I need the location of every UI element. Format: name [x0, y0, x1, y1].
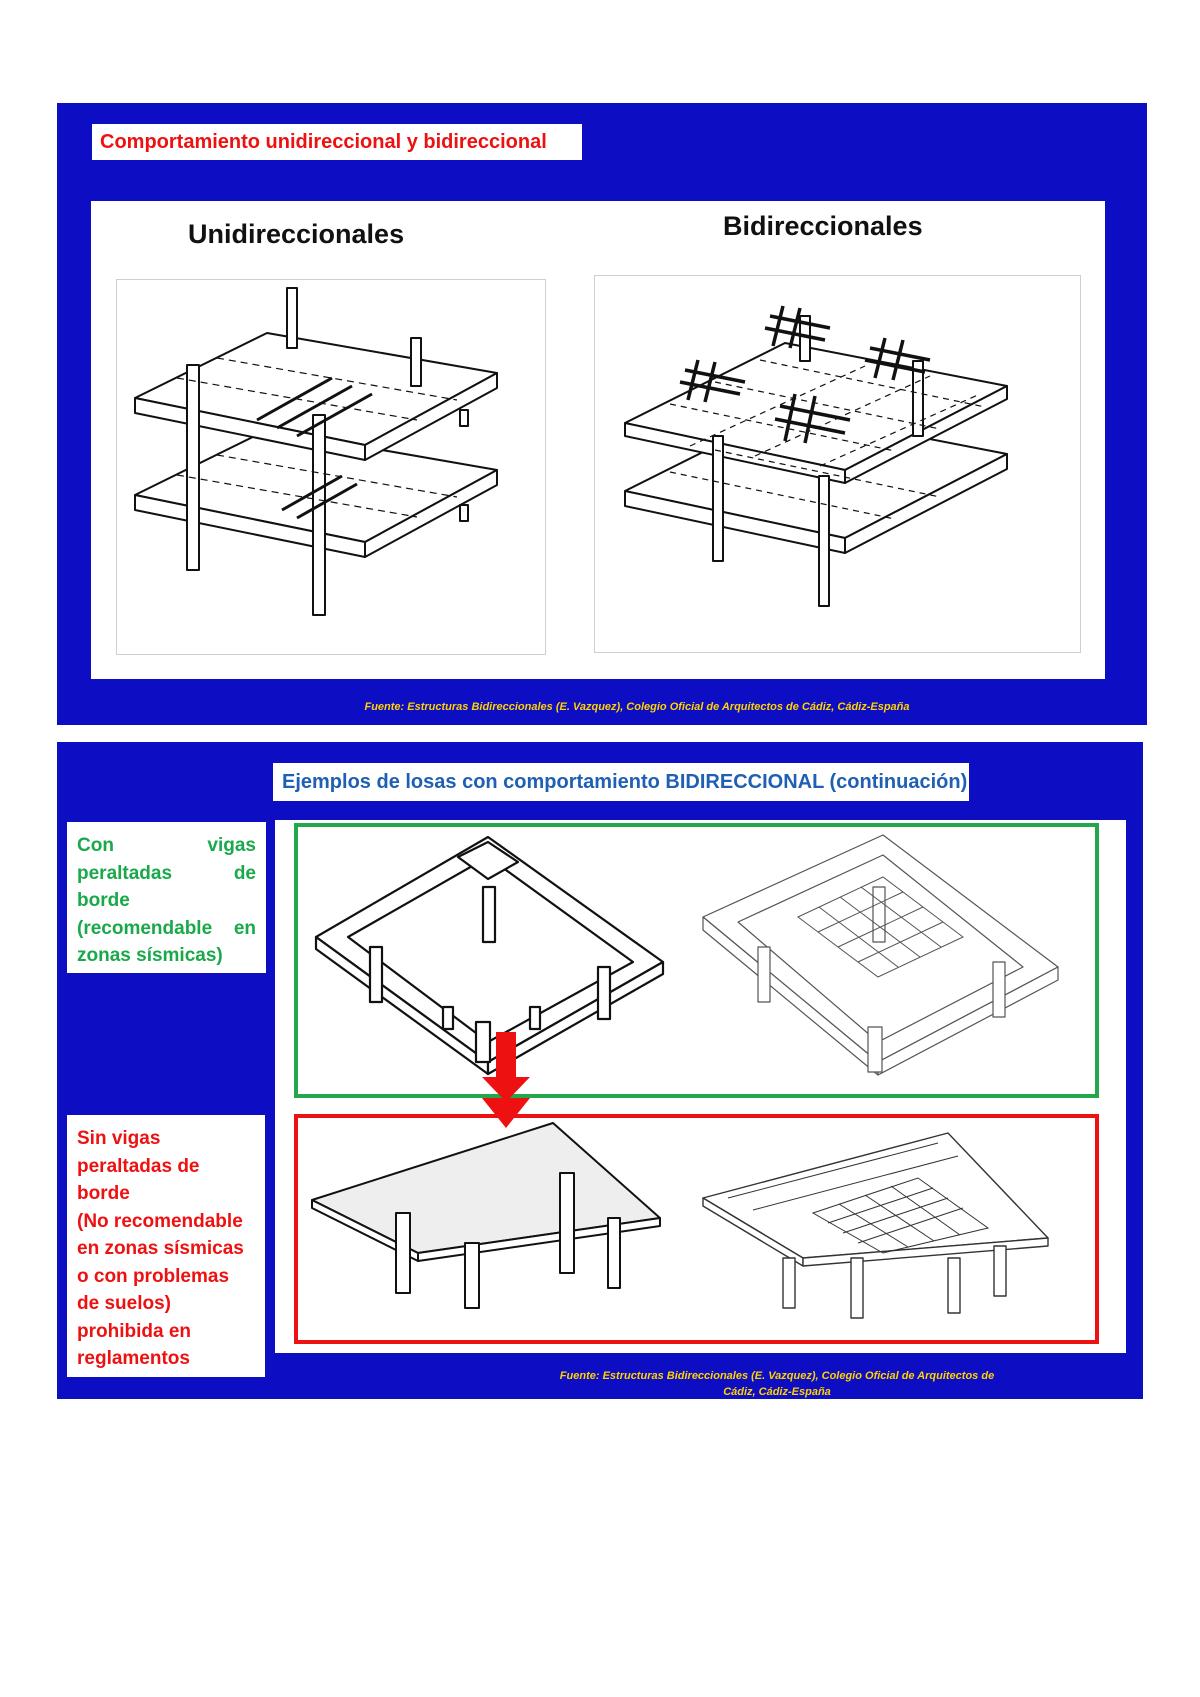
frame-con-vigas	[294, 823, 1099, 1102]
heading-bidireccionales: Bidireccionales	[723, 211, 923, 241]
con-vigas-line: Con vigas	[77, 835, 256, 856]
bidirectional-slab-drawing	[594, 275, 1081, 653]
comparison-figure-area: Unidireccionales Bidireccionales	[91, 201, 1105, 679]
sin-vigas-line: o con problemas	[77, 1265, 230, 1287]
unidirectional-slab-drawing	[116, 279, 546, 655]
slide-unidireccional-bidireccional: Comportamiento unidireccional y bidirecc…	[57, 103, 1147, 725]
slide2-title: Ejemplos de losas con comportamiento BID…	[273, 763, 969, 801]
sin-vigas-line: reglamentos	[77, 1348, 190, 1369]
sin-vigas-line: peraltadas de	[77, 1155, 200, 1177]
slide1-source-note: Fuente: Estructuras Bidireccionales (E. …	[364, 701, 910, 713]
unidirectional-slab-illustration	[134, 287, 498, 616]
sin-vigas-line: de suelos)	[77, 1293, 171, 1314]
con-vigas-line: borde	[77, 890, 130, 911]
bidirectional-slab-illustration	[624, 305, 1008, 607]
con-vigas-line: (recomendable en	[77, 917, 256, 939]
con-vigas-line: peraltadas de	[77, 862, 256, 884]
label-con-vigas: Con vigas peraltadas de borde (recomenda…	[67, 822, 266, 973]
sin-vigas-line: en zonas sísmicas	[77, 1238, 244, 1259]
slide2-source-line2: Cádiz, Cádiz-España	[723, 1386, 831, 1398]
con-vigas-line: zonas sísmicas)	[77, 945, 223, 966]
heading-unidireccionales: Unidireccionales	[188, 219, 405, 249]
sin-vigas-line: borde	[77, 1183, 130, 1204]
arrow-down-icon	[482, 1032, 530, 1102]
slide1-title: Comportamiento unidireccional y bidirecc…	[92, 124, 582, 160]
examples-figure-area	[275, 820, 1126, 1353]
sin-vigas-line: prohibida en	[77, 1320, 191, 1342]
slide2-source-note: Fuente: Estructuras Bidireccionales (E. …	[477, 1368, 1077, 1400]
slide-ejemplos-bidireccional: Ejemplos de losas con comportamiento BID…	[57, 742, 1143, 1399]
slabs-with-edge-beams-illustration	[314, 834, 1059, 1102]
slide2-source-line1: Fuente: Estructuras Bidireccionales (E. …	[559, 1370, 995, 1382]
sin-vigas-line: Sin vigas	[77, 1128, 161, 1149]
label-sin-vigas: Sin vigas peraltadas de borde (No recome…	[67, 1115, 265, 1377]
frame-sin-vigas	[294, 1098, 1099, 1344]
slabs-without-edge-beams-illustration	[311, 1098, 1049, 1319]
sin-vigas-line: (No recomendable	[77, 1210, 243, 1232]
